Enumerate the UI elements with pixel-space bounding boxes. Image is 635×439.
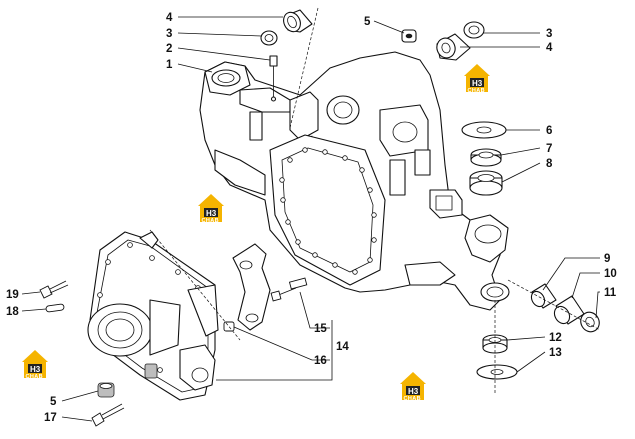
- callout-11: 11: [604, 287, 617, 299]
- bushing-part-10: [553, 295, 585, 325]
- bearing-cap: [232, 243, 271, 331]
- washer-part-13: [476, 364, 518, 380]
- bolt-part-15: [270, 277, 308, 302]
- callout-17: 17: [44, 412, 57, 424]
- callout-2: 2: [166, 43, 172, 55]
- watermark-logo: H3 CHAB: [400, 372, 426, 402]
- callout-13: 13: [549, 347, 562, 359]
- callout-labels: 4 3 2 1 5 3 4 6 7 8 9 10 11 12 13 14 15 …: [6, 12, 617, 424]
- callout-1: 1: [166, 59, 173, 71]
- svg-text:H3: H3: [206, 209, 217, 218]
- callout-16: 16: [314, 355, 327, 367]
- leader-lines: [21, 16, 600, 422]
- watermark-logo: H3 CHAB: [464, 64, 490, 94]
- svg-text:CHAB: CHAB: [468, 88, 486, 94]
- callout-3-top-right: 3: [546, 28, 552, 40]
- bushing-part-4-right: [436, 33, 471, 61]
- callout-19: 19: [6, 289, 19, 301]
- callout-3-top-left: 3: [166, 28, 172, 40]
- plug-part-5-bottom: [97, 382, 115, 398]
- svg-text:H3: H3: [472, 79, 483, 88]
- axle-housing: [199, 51, 510, 311]
- ring-part-7: [470, 148, 502, 167]
- callout-15: 15: [314, 323, 327, 335]
- axis-line-left-bushing: [289, 7, 319, 129]
- axis-line-right-pin: [507, 279, 601, 331]
- callout-4-top-left: 4: [166, 12, 173, 24]
- washer-part-6: [461, 121, 507, 139]
- bearing-part-8: [469, 170, 503, 196]
- callout-7: 7: [546, 143, 552, 155]
- axis-line-cover: [149, 229, 241, 341]
- callout-5-top: 5: [364, 16, 371, 28]
- stud-part-2: [269, 55, 278, 102]
- plug-part-5-top: [401, 29, 417, 43]
- pin-part-18: [45, 303, 65, 313]
- callout-14: 14: [336, 341, 349, 353]
- callout-8: 8: [546, 158, 553, 170]
- svg-text:CHAB: CHAB: [404, 396, 422, 402]
- svg-text:H3: H3: [408, 387, 419, 396]
- watermark-logo: H3 CHAB: [22, 350, 48, 380]
- ring-part-11: [580, 311, 600, 333]
- callout-5-bottom: 5: [50, 396, 57, 408]
- pin-part-9: [530, 283, 557, 309]
- callout-6: 6: [546, 125, 552, 137]
- svg-text:CHAB: CHAB: [26, 374, 44, 380]
- pin-part-16: [223, 321, 235, 332]
- differential-cover: [87, 231, 219, 401]
- svg-text:CHAB: CHAB: [202, 218, 220, 224]
- bushing-part-4-left: [283, 9, 313, 33]
- callout-10: 10: [604, 268, 617, 280]
- callout-12: 12: [549, 332, 562, 344]
- ring-part-3-left: [260, 30, 278, 46]
- watermark-logo: H3 CHAB: [198, 194, 224, 224]
- svg-text:H3: H3: [30, 365, 41, 374]
- callout-18: 18: [6, 306, 19, 318]
- ring-part-3-right: [463, 21, 485, 39]
- bolt-part-17: [91, 403, 125, 427]
- bolt-part-19: [39, 280, 69, 299]
- callout-9: 9: [604, 253, 610, 265]
- callout-4-top-right: 4: [546, 42, 553, 54]
